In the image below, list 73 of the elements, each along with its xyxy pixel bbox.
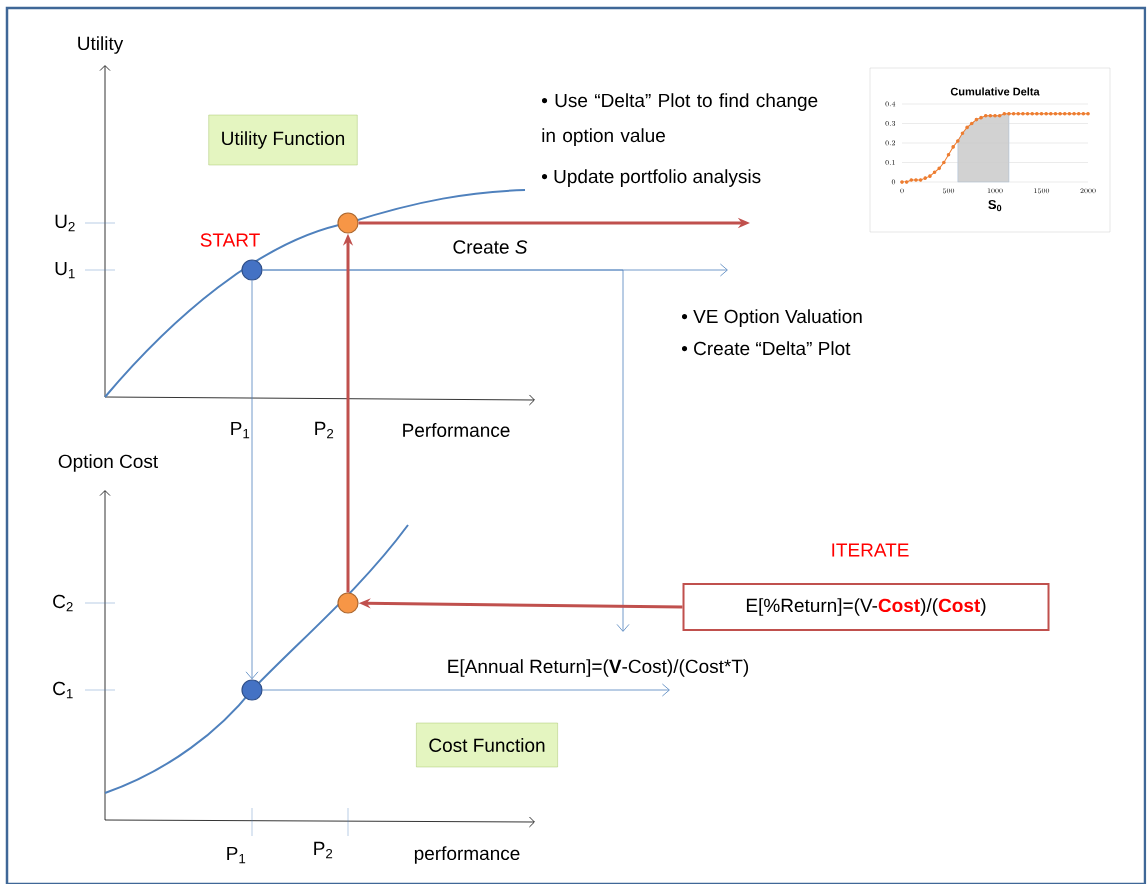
point: [1021, 111, 1025, 116]
point: [1081, 111, 1086, 116]
chart-title: Cumulative Delta: [950, 87, 1040, 96]
arrow: [262, 683, 670, 697]
point: [983, 113, 988, 118]
point: [1072, 111, 1076, 116]
arrow: [245, 280, 259, 680]
bullet-text: • Use “Delta” Plot to find change in option value: [541, 93, 818, 146]
point: [904, 180, 909, 184]
point: [914, 178, 918, 182]
axis-label: Option Cost: [58, 454, 158, 472]
step-label: ITERATE: [832, 543, 909, 557]
point: [969, 121, 974, 126]
point: [979, 115, 983, 120]
axis-label: performance: [414, 846, 520, 864]
axis-label: P$_{1}$: [227, 846, 246, 864]
point: [1039, 111, 1044, 116]
x-axis-title: S$_{0}$: [988, 199, 1002, 212]
point: [923, 176, 928, 180]
point: [997, 113, 1002, 118]
point: [1062, 111, 1067, 116]
point: [932, 170, 937, 175]
point: [965, 125, 969, 130]
point-marker: [241, 259, 263, 281]
step-label: START: [200, 233, 260, 247]
edge-label: Create S: [451, 239, 529, 255]
point: [956, 139, 960, 143]
point-marker: [337, 212, 359, 234]
label-box: Utility Function: [208, 114, 358, 166]
point: [1058, 111, 1062, 116]
point: [900, 180, 904, 184]
point: [1049, 111, 1053, 116]
point: [1025, 111, 1030, 116]
point: [1030, 111, 1035, 116]
point: [1067, 111, 1072, 116]
point: [1011, 111, 1016, 116]
axis-label: P$_{2}$: [314, 841, 333, 859]
point: [928, 174, 932, 178]
point: [993, 113, 997, 118]
point: [1044, 111, 1048, 116]
point: [937, 166, 942, 171]
point-marker: [337, 592, 359, 614]
arrow: [262, 269, 630, 632]
point: [960, 131, 965, 136]
point: [1086, 111, 1090, 116]
point-marker: [241, 679, 263, 701]
axis-label: U$_{2}$: [55, 214, 75, 232]
point: [1053, 111, 1058, 116]
axis-label: C$_{2}$: [53, 594, 73, 612]
point: [1016, 111, 1021, 116]
axis-label: Utility: [78, 36, 124, 54]
formula-box: E[%Return]=(V-Cost)/(Cost): [682, 583, 1050, 631]
point: [946, 152, 951, 157]
axis-label: C$_{1}$: [53, 681, 73, 699]
point: [1002, 111, 1007, 116]
point: [1076, 111, 1081, 116]
axis-label: U$_{1}$: [55, 261, 75, 279]
point: [909, 178, 914, 182]
edge-label: E[Annual Return]=(V-Cost)/(Cost*T): [445, 658, 751, 678]
axis-label: Performance: [403, 423, 510, 437]
axis-label: P$_{2}$: [315, 421, 334, 439]
point: [918, 178, 923, 182]
axis-label: P$_{1}$: [231, 421, 250, 439]
point: [974, 117, 979, 122]
bullet-text: • Update portfolio analysis: [541, 169, 761, 187]
point: [988, 113, 993, 118]
point: [951, 145, 955, 149]
label-box: Cost Function: [416, 722, 558, 768]
bullet-text: • Create “Delta” Plot: [681, 341, 851, 356]
point: [942, 160, 946, 165]
bullet-text: • VE Option Valuation: [681, 309, 862, 327]
point: [1035, 111, 1039, 116]
point: [1007, 111, 1011, 116]
